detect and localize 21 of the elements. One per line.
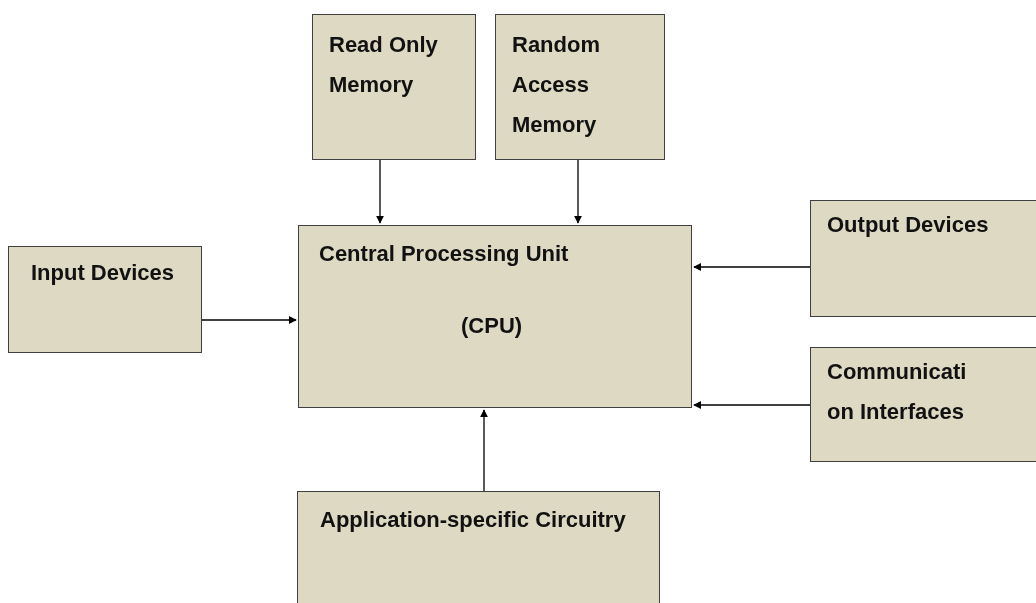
arrow [693,263,811,271]
arrow [376,159,384,224]
component-box [297,491,660,603]
component-box [495,14,665,160]
box-label: Read Only Memory [329,31,439,99]
arrow [201,316,297,324]
arrow [693,401,811,409]
arrow [574,159,582,224]
box-label: Application-specific Circuitry [320,506,627,534]
component-box [810,200,1036,317]
box-label: Output Devices [827,211,990,239]
box-label: Input Devices [31,259,176,287]
box-label: Central Processing Unit [319,240,570,268]
component-box [298,225,692,408]
arrow [480,409,488,492]
component-box [312,14,476,160]
box-label: Communicati on Interfaces [827,358,968,426]
box-label: Random Access Memory [512,31,601,139]
box-label: (CPU) [461,312,524,340]
component-box [8,246,202,353]
component-box [810,347,1036,462]
